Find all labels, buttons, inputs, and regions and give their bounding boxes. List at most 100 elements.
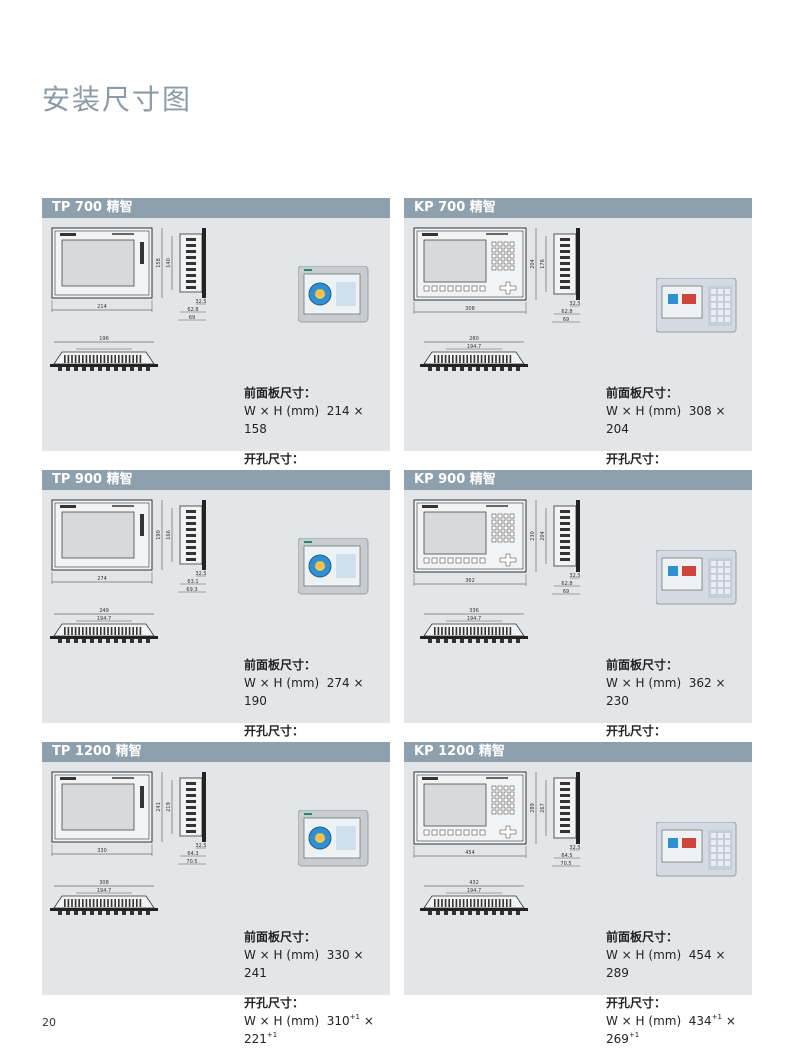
front-width-label: 330 <box>97 848 107 854</box>
front-panel-size: W × H (mm) 274 × 190 <box>244 676 364 708</box>
depth-label: 32.5 <box>569 845 580 851</box>
dimension-diagram: 308 204 176 32.5 62.8 69 280 194.7 <box>413 227 581 371</box>
depth-label: 64.3 <box>187 851 198 857</box>
depth-label: 70.5 <box>560 861 571 867</box>
front-height-label: 190 <box>156 530 162 540</box>
cutout-label: 开孔尺寸： <box>244 724 305 738</box>
cutout-label: 开孔尺寸： <box>606 452 667 466</box>
panel-1: KP 700 精智 308 204 176 32.5 62.8 69 280 194.7 前面板尺… <box>404 198 752 502</box>
device-photo <box>298 810 369 867</box>
panel-title: KP 900 精智 <box>404 470 752 490</box>
depth-label: 32.5 <box>569 573 580 579</box>
panel-title: KP 1200 精智 <box>404 742 752 762</box>
panel-body: 214 158 140 32.5 62.8 69 196 前面板尺寸： W × H (mm) 2… <box>42 218 390 502</box>
front-height-label: 230 <box>530 531 536 541</box>
panel-title: TP 1200 精智 <box>42 742 390 762</box>
inner-height-label: 267 <box>540 803 546 813</box>
device-photo <box>298 266 369 323</box>
bottom-inner-label: 194.7 <box>467 616 481 622</box>
front-width-label: 454 <box>465 850 475 856</box>
front-panel-label: 前面板尺寸： <box>244 386 317 400</box>
depth-label: 32.5 <box>195 571 206 577</box>
front-panel-label: 前面板尺寸： <box>244 658 317 672</box>
depth-label: 64.5 <box>561 853 572 859</box>
inner-height-label: 204 <box>540 531 546 541</box>
inner-height-label: 176 <box>540 259 546 269</box>
bottom-inner-label: 194.7 <box>97 888 111 894</box>
inner-height-label: 219 <box>166 802 172 812</box>
dimension-diagram: 330 241 219 32.5 64.3 70.5 308 194.7 <box>50 771 207 915</box>
screen-window <box>61 239 135 287</box>
panel-title: KP 700 精智 <box>404 198 752 218</box>
bottom-width-label: 336 <box>469 608 479 614</box>
cutout-size: W × H (mm) 310+1 × 221+1 <box>244 1013 374 1047</box>
depth-label: 32.5 <box>195 843 206 849</box>
cutout-label: 开孔尺寸： <box>244 996 305 1010</box>
bottom-width-label: 280 <box>469 336 479 342</box>
front-panel-label: 前面板尺寸： <box>606 930 679 944</box>
front-width-label: 308 <box>465 306 475 312</box>
bottom-width-label: 249 <box>99 608 109 614</box>
front-height-label: 158 <box>156 258 162 268</box>
front-width-label: 274 <box>97 576 107 582</box>
bottom-width-label: 196 <box>99 336 109 342</box>
front-width-label: 362 <box>465 578 475 584</box>
front-panel-size: W × H (mm) 308 × 204 <box>606 404 726 436</box>
panel-4: TP 1200 精智 330 241 219 32.5 64.3 70.5 308 194.7 前… <box>42 742 390 1046</box>
depth-label: 32.5 <box>195 299 206 305</box>
panel-body: 308 204 176 32.5 62.8 69 280 194.7 前面板尺寸： W × H (… <box>404 218 752 502</box>
dimension-diagram: 214 158 140 32.5 62.8 69 196 <box>50 227 207 371</box>
panel-0: TP 700 精智 214 158 140 32.5 62.8 69 196 前面板尺寸： W ×… <box>42 198 390 502</box>
cutout-size: W × H (mm) 434+1 × 269+1 <box>606 1013 736 1047</box>
inner-height-label: 140 <box>166 258 172 268</box>
depth-label: 70.5 <box>186 859 197 865</box>
screen-window <box>61 511 135 559</box>
front-panel-label: 前面板尺寸： <box>606 386 679 400</box>
device-photo <box>656 550 737 605</box>
bottom-inner-label: 194.7 <box>467 344 481 350</box>
depth-label: 69.3 <box>186 587 197 593</box>
front-height-label: 241 <box>156 802 162 812</box>
panel-title: TP 900 精智 <box>42 470 390 490</box>
device-photo <box>656 822 737 877</box>
screen-window <box>61 783 135 831</box>
front-width-label: 214 <box>97 304 107 310</box>
device-photo <box>298 538 369 595</box>
depth-label: 69 <box>189 315 195 321</box>
spec-block: 前面板尺寸： W × H (mm) 454 × 289 开孔尺寸： W × H (mm… <box>606 928 752 1048</box>
cutout-label: 开孔尺寸： <box>606 724 667 738</box>
bottom-inner-label: 194.7 <box>97 616 111 622</box>
screen-window <box>423 239 487 283</box>
cutout-label: 开孔尺寸： <box>606 996 667 1010</box>
depth-label: 62.8 <box>187 307 198 313</box>
bottom-width-label: 308 <box>99 880 109 886</box>
screen-window <box>423 511 487 555</box>
inner-height-label: 166 <box>166 530 172 540</box>
depth-label: 69 <box>563 317 569 323</box>
cutout-label: 开孔尺寸： <box>244 452 305 466</box>
depth-label: 62.8 <box>561 309 572 315</box>
page-number: 20 <box>42 1016 56 1029</box>
front-height-label: 289 <box>530 803 536 813</box>
panel-title: TP 700 精智 <box>42 198 390 218</box>
bottom-inner-label: 194.7 <box>467 888 481 894</box>
front-panel-label: 前面板尺寸： <box>244 930 317 944</box>
front-panel-size: W × H (mm) 454 × 289 <box>606 948 726 980</box>
front-panel-label: 前面板尺寸： <box>606 658 679 672</box>
front-panel-size: W × H (mm) 362 × 230 <box>606 676 726 708</box>
front-panel-size: W × H (mm) 214 × 158 <box>244 404 364 436</box>
front-height-label: 204 <box>530 259 536 269</box>
depth-label: 62.8 <box>561 581 572 587</box>
depth-label: 32.5 <box>569 301 580 307</box>
